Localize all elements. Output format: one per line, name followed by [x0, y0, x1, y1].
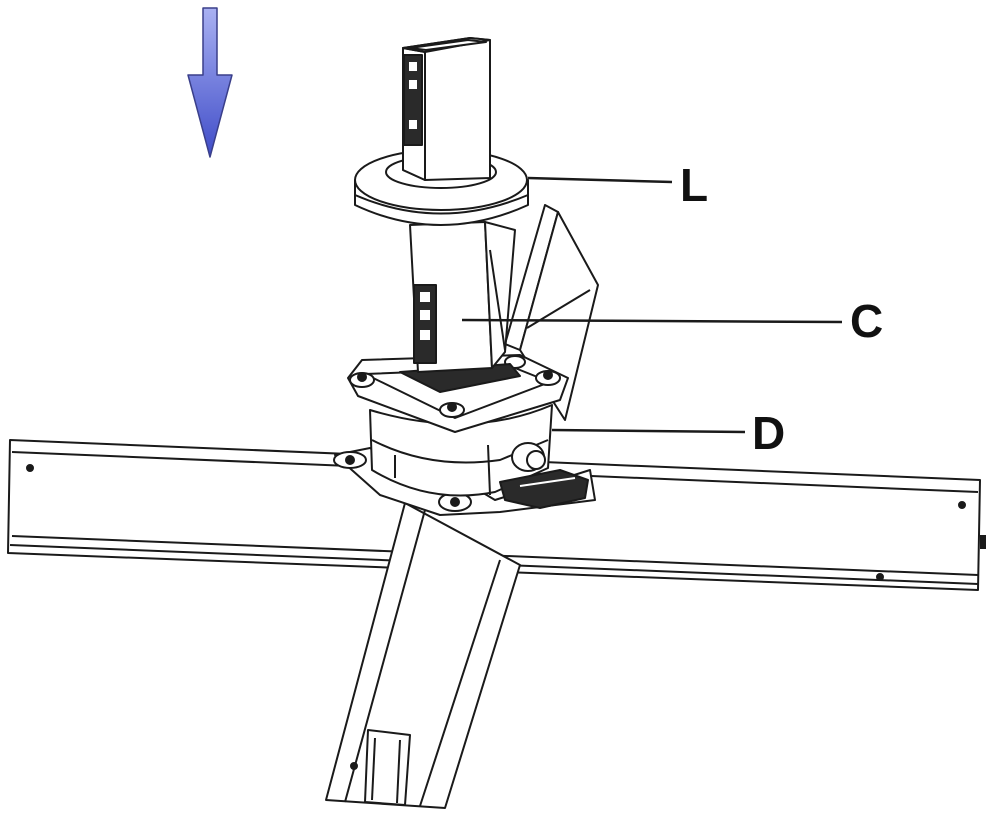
- callout-label-l: L: [680, 159, 709, 211]
- bolt-hole: [350, 762, 358, 770]
- leader-line-l: [527, 176, 673, 184]
- bolt-hole: [958, 501, 966, 509]
- bolt-hole: [876, 573, 884, 581]
- leader-line-c: [461, 318, 843, 324]
- bolt-hole: [26, 464, 34, 472]
- column-upper: [402, 37, 491, 181]
- callout-label-d: D: [752, 407, 786, 459]
- leader-line-d: [551, 428, 746, 434]
- diagonal-rail-lower: [325, 502, 521, 809]
- arrow-down-icon: [187, 7, 233, 158]
- column-c: [409, 221, 516, 373]
- clamp-housing-d: [333, 404, 596, 516]
- callout-label-c: C: [850, 295, 884, 347]
